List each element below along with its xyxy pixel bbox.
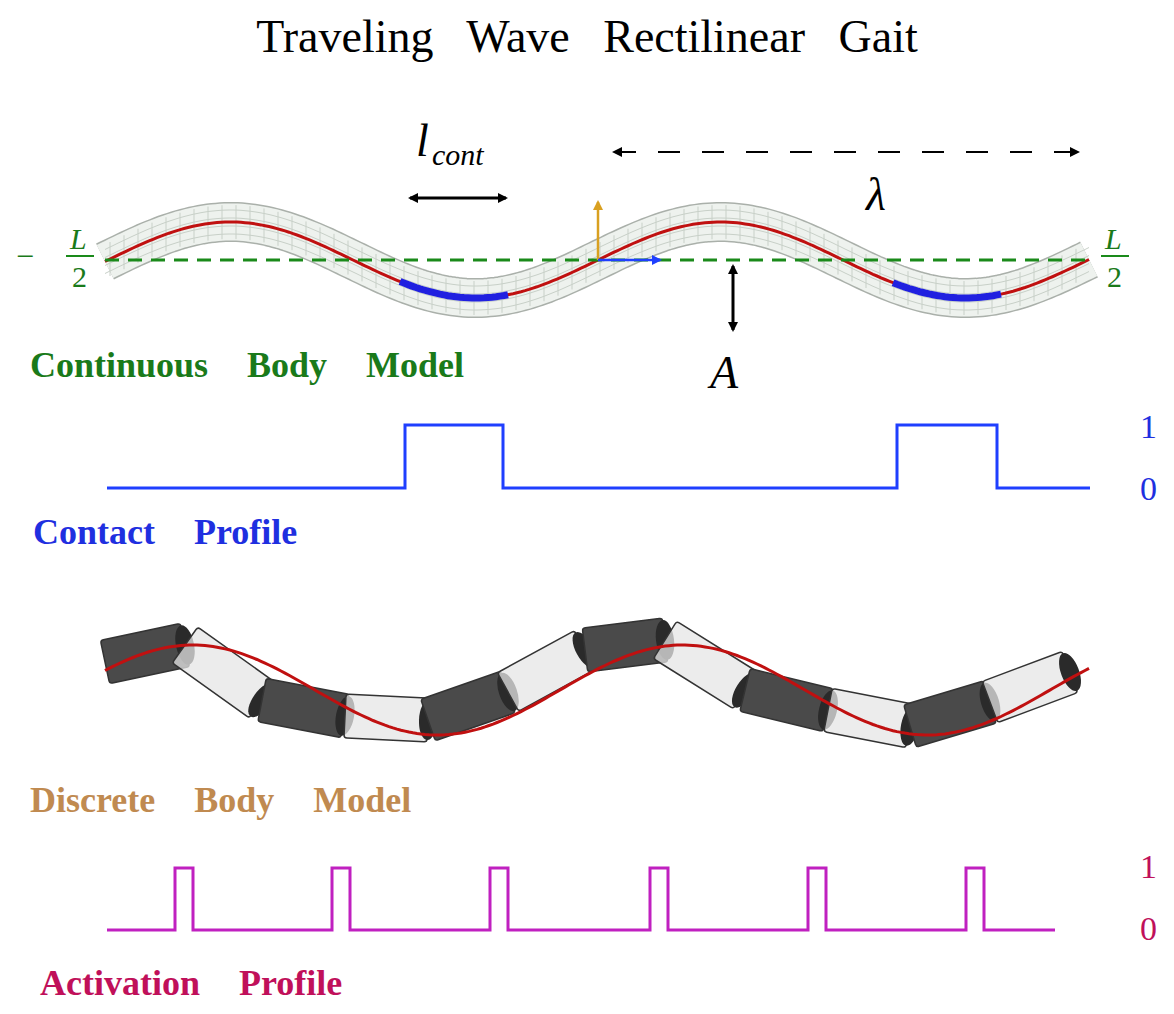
section-label: Contact Profile (33, 514, 297, 550)
activation-profile-line (107, 868, 1055, 930)
discrete-body (100, 618, 1089, 747)
section-label: Continuous Body Model (30, 347, 464, 383)
symbol-label: λ (866, 172, 886, 218)
section-label: Activation Profile (40, 965, 342, 1001)
symbol-label: A (710, 350, 738, 396)
fraction-bar (1101, 255, 1129, 257)
title: Traveling Wave Rectilinear Gait (256, 14, 917, 60)
robot-module (824, 688, 914, 747)
section-label: Discrete Body Model (30, 782, 411, 818)
body-axis (105, 259, 1092, 262)
wavelength-arrow (614, 151, 1078, 153)
contact-segment (400, 282, 508, 299)
contact-segment (893, 283, 1001, 298)
contact-profile-line (107, 425, 1090, 488)
frame-y-arrow (597, 202, 600, 260)
amplitude-arrow (732, 266, 735, 330)
fraction-numerator: L (70, 224, 87, 254)
axis-value: 1 (1140, 850, 1157, 884)
fraction-denominator: 2 (72, 262, 87, 292)
fraction-numerator: L (1105, 224, 1122, 254)
contact-length-arrow (410, 197, 506, 200)
robot-module (258, 678, 349, 737)
frame-x-arrow (598, 259, 660, 262)
symbol-label: l (416, 118, 429, 164)
sign-label: − (16, 240, 34, 272)
fraction-bar (66, 255, 94, 257)
symbol-subscript: cont (432, 140, 484, 170)
axis-value: 1 (1140, 410, 1157, 444)
fraction-denominator: 2 (1107, 262, 1122, 292)
axis-value: 0 (1140, 912, 1157, 946)
body-centerline (105, 645, 1089, 735)
axis-value: 0 (1140, 472, 1157, 506)
robot-module (582, 618, 667, 672)
